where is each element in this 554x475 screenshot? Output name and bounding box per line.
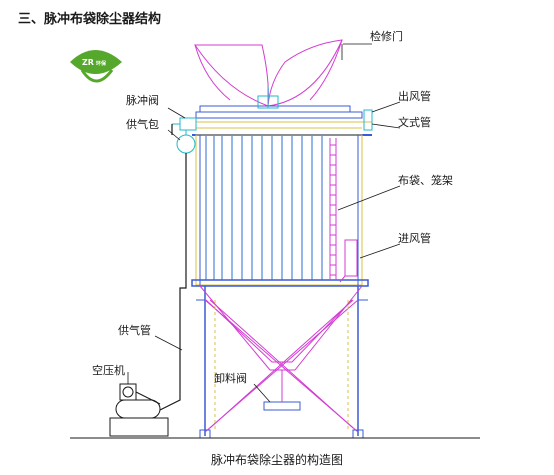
label-inspection-door: 检修门 <box>370 29 403 43</box>
air-compressor <box>109 383 169 437</box>
label-outlet-pipe: 出风管 <box>398 89 431 103</box>
label-inlet-pipe: 进风管 <box>398 231 431 245</box>
support-frame <box>196 285 368 439</box>
bag-cage <box>329 138 337 280</box>
air-bag <box>176 130 196 154</box>
label-air-supply-pipe: 供气管 <box>118 323 151 337</box>
label-discharge-valve: 卸料阀 <box>214 371 247 385</box>
label-venturi-pipe: 文式管 <box>398 115 431 129</box>
label-compressor: 空压机 <box>92 363 125 377</box>
air-supply-pipe <box>159 124 187 411</box>
label-pulse-valve: 脉冲阀 <box>126 93 159 107</box>
top-housing <box>192 86 372 136</box>
label-bag-cage: 布袋、笼架 <box>398 173 453 187</box>
logo-text: ZR <box>82 58 94 67</box>
main-housing <box>191 134 369 287</box>
discharge-valve <box>263 370 301 411</box>
logo-subtext: 环保 <box>96 60 107 67</box>
filter-bags <box>205 136 323 280</box>
inlet-pipe <box>339 239 358 283</box>
company-logo: ZR 环保 <box>70 50 122 83</box>
leader-lines <box>127 43 401 403</box>
pulse-valve <box>172 117 197 131</box>
outlet-pipe <box>363 109 373 131</box>
label-air-bag: 供气包 <box>126 117 159 131</box>
page-title: 三、脉冲布袋除尘器结构 <box>18 12 162 27</box>
figure-caption: 脉冲布袋除尘器的构造图 <box>210 453 343 467</box>
